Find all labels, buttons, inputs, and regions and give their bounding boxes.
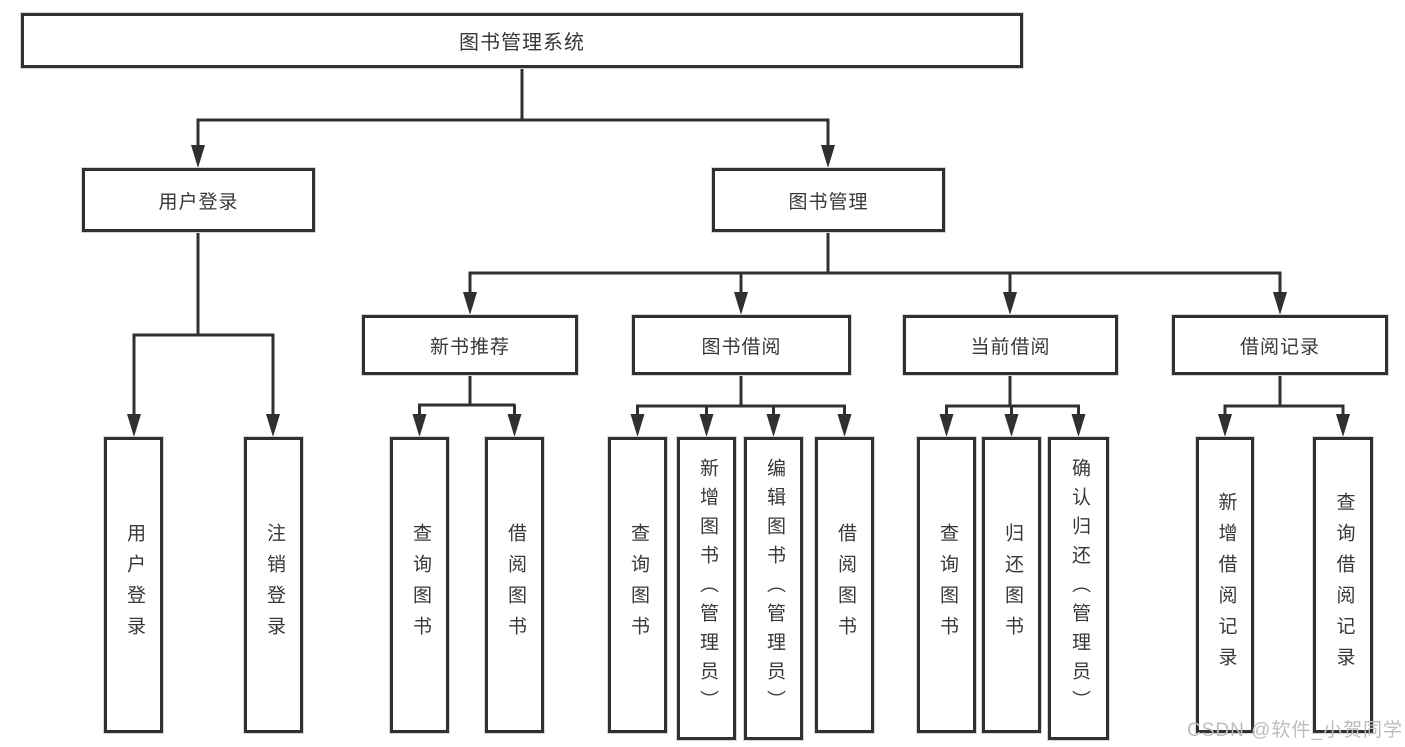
- leaf-query-books-borrowing: 查询图书: [608, 437, 667, 733]
- node-library-management-system: 图书管理系统: [21, 13, 1023, 68]
- leaf-edit-book-admin: 编辑图书（管理员）: [744, 437, 803, 740]
- leaf-query-books-recommend: 查询图书: [390, 437, 449, 733]
- leaf-return-book: 归还图书: [982, 437, 1041, 733]
- leaf-query-borrow-record-label: 查询借阅记录: [1333, 492, 1355, 678]
- leaf-query-borrow-record: 查询借阅记录: [1313, 437, 1373, 733]
- leaf-return-book-label: 归还图书: [1001, 523, 1023, 647]
- leaf-borrow-books-borrowing-label: 借阅图书: [834, 523, 856, 647]
- leaf-query-books-current: 查询图书: [917, 437, 976, 733]
- arrowhead-icons: [127, 145, 1350, 437]
- leaf-logout: 注销登录: [244, 437, 303, 733]
- leaf-user-login: 用户登录: [104, 437, 163, 733]
- leaf-borrow-books-borrowing: 借阅图书: [815, 437, 874, 733]
- leaf-confirm-return-admin-label: 确认归还（管理员）: [1068, 458, 1090, 719]
- watermark: CSDN @软件_小贺同学: [1187, 720, 1403, 741]
- node-book-borrowing: 图书借阅: [632, 315, 851, 375]
- leaf-add-borrow-record: 新增借阅记录: [1196, 437, 1254, 733]
- leaf-query-books-recommend-label: 查询图书: [409, 523, 431, 647]
- node-new-book-recommend: 新书推荐: [362, 315, 578, 375]
- leaf-query-books-current-label: 查询图书: [936, 523, 958, 647]
- node-user-login: 用户登录: [82, 168, 315, 232]
- leaf-user-login-label: 用户登录: [123, 523, 145, 647]
- leaf-confirm-return-admin: 确认归还（管理员）: [1048, 437, 1109, 740]
- leaf-add-book-admin: 新增图书（管理员）: [677, 437, 736, 740]
- node-current-borrowing: 当前借阅: [903, 315, 1118, 375]
- node-book-management: 图书管理: [712, 168, 945, 232]
- leaf-add-borrow-record-label: 新增借阅记录: [1215, 492, 1237, 678]
- node-borrow-records: 借阅记录: [1172, 315, 1388, 375]
- leaf-query-books-borrowing-label: 查询图书: [627, 523, 649, 647]
- leaf-logout-label: 注销登录: [263, 523, 285, 647]
- leaf-borrow-books-recommend-label: 借阅图书: [504, 523, 526, 647]
- leaf-add-book-admin-label: 新增图书（管理员）: [696, 458, 718, 719]
- leaf-borrow-books-recommend: 借阅图书: [485, 437, 544, 733]
- leaf-edit-book-admin-label: 编辑图书（管理员）: [763, 458, 785, 719]
